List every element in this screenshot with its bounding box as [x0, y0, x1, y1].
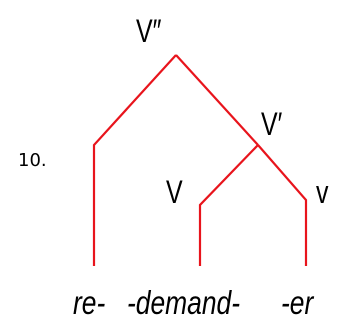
morpheme-root: -demand-: [127, 284, 240, 321]
branch-root-to-vbar: [175, 54, 259, 146]
branch-vbar-to-v: [257, 144, 308, 266]
node-v-bar: V′: [261, 106, 283, 142]
node-v-double-bar: V″: [136, 13, 162, 49]
node-suffix-category: v: [316, 174, 329, 210]
branch-root-to-prefix: [92, 54, 177, 266]
example-number: 10.: [18, 150, 47, 171]
morpheme-prefix: re-: [73, 284, 106, 321]
morpheme-suffix: -er: [281, 284, 314, 321]
branch-vbar-to-verb: [198, 144, 259, 266]
node-verb: V: [166, 174, 183, 210]
